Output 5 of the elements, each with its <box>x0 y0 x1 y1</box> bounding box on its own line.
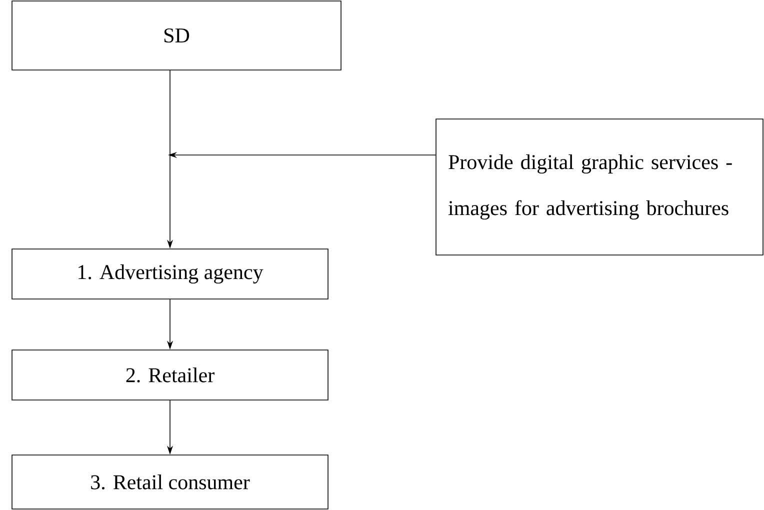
process-box: 2. Retailer <box>12 350 328 400</box>
process-box: 1. Advertising agency <box>12 248 328 300</box>
process-box: 3. Retail consumer <box>12 454 328 510</box>
process-box: SD <box>12 0 342 70</box>
note-box: Provide digital graphic services - images for advertising brochures <box>436 118 764 256</box>
